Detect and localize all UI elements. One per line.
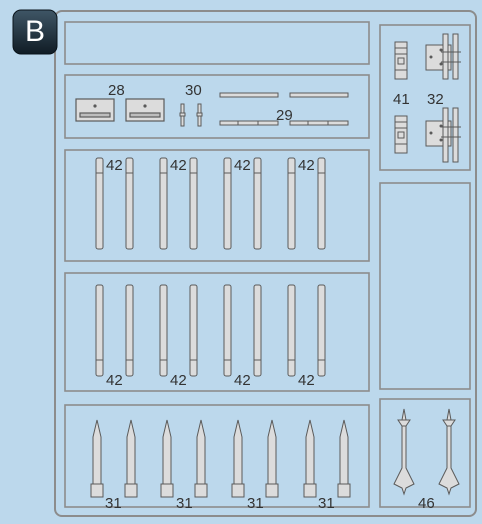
compartment-42-top <box>64 149 370 262</box>
sprue-frame <box>54 10 477 517</box>
label-31: 31 <box>176 495 193 512</box>
label-42: 42 <box>106 157 123 174</box>
compartment-28-30-29 <box>64 74 370 139</box>
part-42-rods-bottom <box>95 284 326 377</box>
label-31: 31 <box>318 495 335 512</box>
label-32: 32 <box>427 91 444 108</box>
label-42: 42 <box>234 372 251 389</box>
label-28: 28 <box>108 82 125 99</box>
part-30 <box>179 103 203 127</box>
compartment-46 <box>379 398 471 508</box>
compartment-42-bottom <box>64 272 370 392</box>
part-46-missiles <box>393 408 460 496</box>
part-32 <box>425 33 461 163</box>
compartment-31 <box>64 404 370 508</box>
part-41 <box>394 41 408 154</box>
sprue-badge <box>12 9 58 55</box>
label-42: 42 <box>298 372 315 389</box>
part-31-rockets <box>90 419 351 498</box>
label-42: 42 <box>234 157 251 174</box>
label-42: 42 <box>170 157 187 174</box>
compartment-41-32 <box>379 24 471 171</box>
label-46: 46 <box>418 495 435 512</box>
label-41: 41 <box>393 91 410 108</box>
compartment-empty <box>379 182 471 390</box>
label-31: 31 <box>247 495 264 512</box>
label-42: 42 <box>106 372 123 389</box>
part-29 <box>219 92 349 126</box>
label-30: 30 <box>185 82 202 99</box>
label-31: 31 <box>105 495 122 512</box>
label-42: 42 <box>170 372 187 389</box>
top-bar <box>64 21 370 65</box>
label-42: 42 <box>298 157 315 174</box>
label-29: 29 <box>276 107 293 124</box>
part-28 <box>75 98 165 122</box>
part-42-rods-top <box>95 157 326 250</box>
